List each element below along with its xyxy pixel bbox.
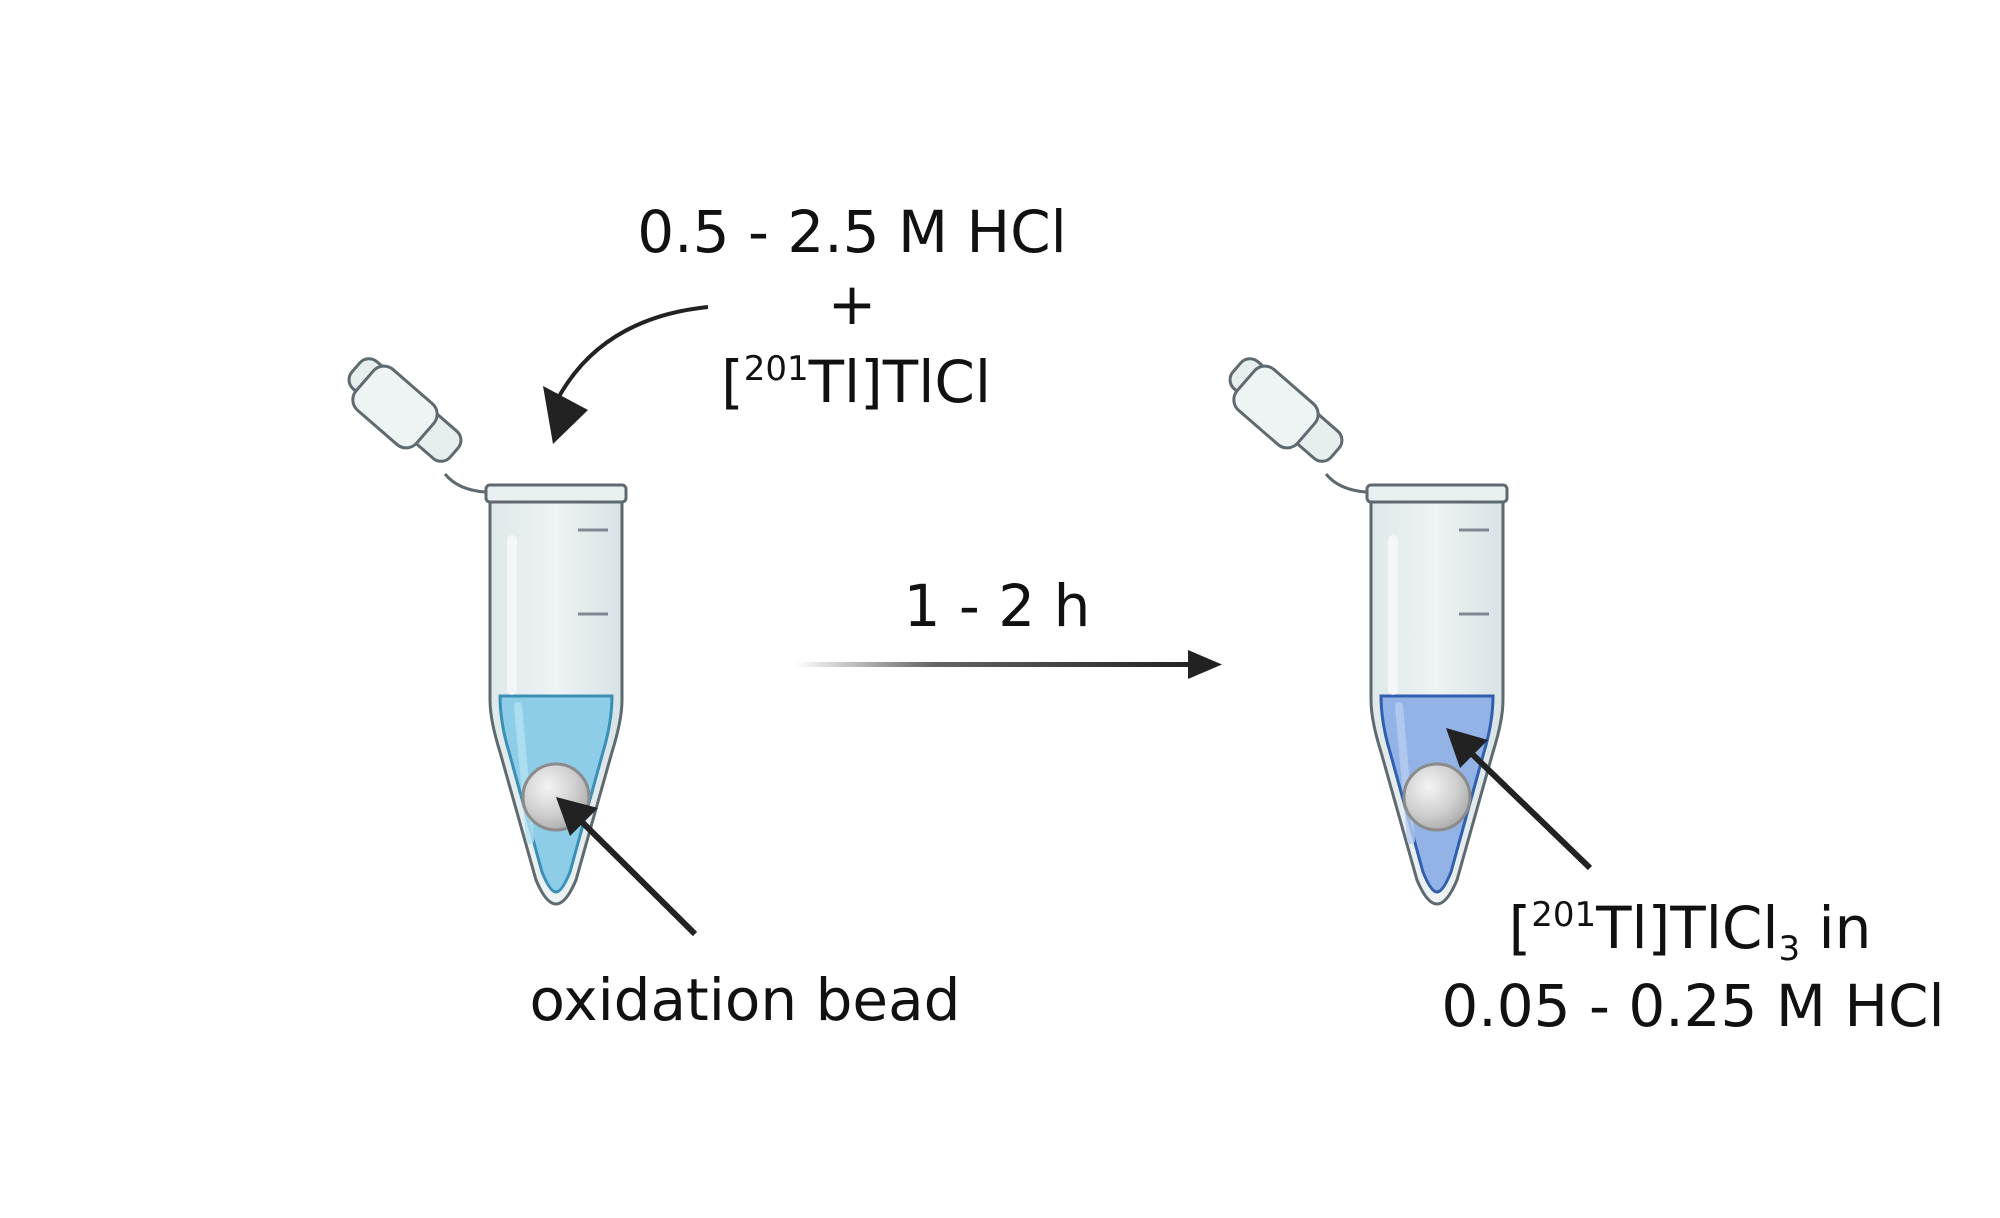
tube-start-lid bbox=[347, 357, 486, 494]
addition-arrow bbox=[543, 305, 709, 444]
product-line-2: 0.05 - 0.25 M HCl bbox=[1441, 972, 1944, 1040]
product-pointer-arrow bbox=[1446, 728, 1593, 871]
reagent-line-3: [201Tl]TlCl bbox=[721, 348, 991, 416]
tube-start bbox=[347, 357, 628, 906]
reaction-time-label: 1 - 2 h bbox=[904, 572, 1091, 640]
reagent-line-1: 0.5 - 2.5 M HCl bbox=[637, 198, 1066, 266]
tube-product-rim bbox=[1365, 483, 1509, 504]
oxidation-bead-product bbox=[1402, 762, 1472, 832]
product-line-1: [201Tl]TlCl3 in bbox=[1509, 894, 1872, 969]
bead-pointer-arrow bbox=[556, 797, 698, 937]
tube-product bbox=[1228, 357, 1509, 906]
reaction-arrow bbox=[795, 650, 1222, 679]
product-label: [201Tl]TlCl3 in 0.05 - 0.25 M HCl bbox=[1441, 894, 1944, 1040]
tube-start-rim bbox=[484, 483, 628, 504]
tube-product-lid bbox=[1228, 357, 1367, 494]
reagent-label: 0.5 - 2.5 M HCl + [201Tl]TlCl bbox=[637, 198, 1066, 416]
reagent-line-2: + bbox=[828, 270, 877, 338]
bead-label: oxidation bead bbox=[530, 966, 961, 1034]
